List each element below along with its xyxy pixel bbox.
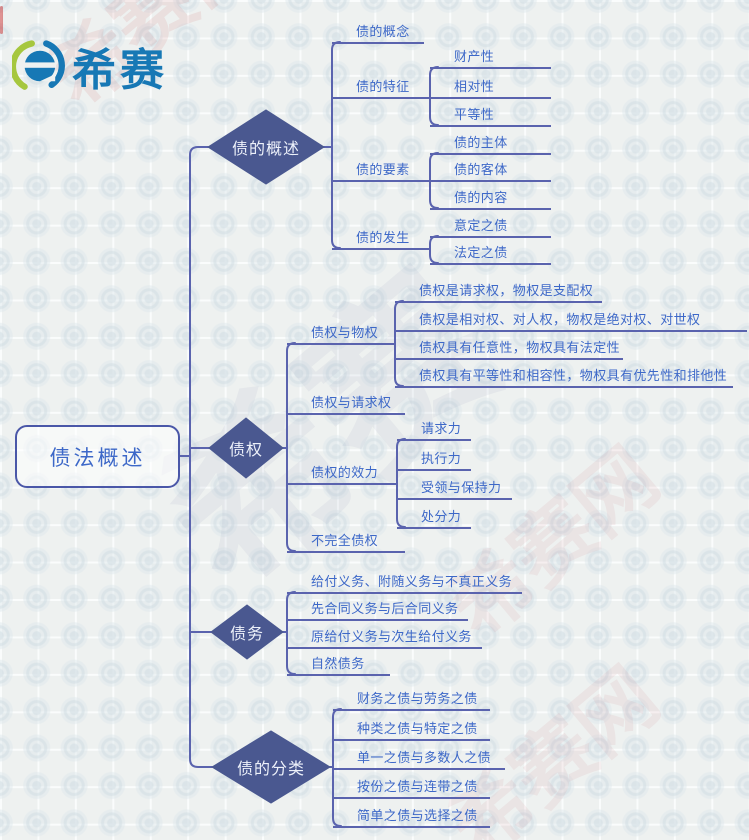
- trunk-line: [189, 146, 213, 768]
- mindmap-node[interactable]: 给付义务、附随义务与不真正义务: [287, 572, 522, 594]
- logo-text: 希赛: [72, 46, 168, 95]
- bracket: [331, 41, 341, 249]
- mindmap-node[interactable]: 债的特征: [332, 77, 430, 99]
- root-node-debt-law-overview[interactable]: 债法概述: [15, 425, 180, 488]
- mindmap-node[interactable]: 请求力: [397, 419, 471, 441]
- mindmap-node[interactable]: 意定之债: [430, 216, 551, 238]
- mindmap-node[interactable]: 债权具有平等性和相容性，物权具有优先性和排他性: [395, 366, 733, 388]
- mindmap-node[interactable]: 财务之债与劳务之债: [333, 689, 490, 711]
- xisai-logo: 希赛: [12, 34, 168, 98]
- mindmap-node[interactable]: 债的主体: [430, 133, 551, 155]
- branch-diamond-debt-obligation[interactable]: [210, 604, 284, 660]
- mindmap-node[interactable]: 债的内容: [430, 188, 551, 210]
- mindmap-node[interactable]: 相对性: [430, 77, 551, 99]
- mindmap-node[interactable]: 单一之债与多数人之债: [333, 748, 505, 770]
- mindmap-node[interactable]: 债权的效力: [287, 463, 397, 485]
- mindmap-node[interactable]: 债权与物权: [287, 323, 395, 345]
- mindmap-node[interactable]: 债的发生: [332, 228, 430, 250]
- mindmap-node[interactable]: 处分力: [397, 507, 471, 529]
- mindmap-node[interactable]: 债权是请求权，物权是支配权: [395, 281, 602, 303]
- mindmap-node[interactable]: 债权是相对权、对人权，物权是绝对权、对世权: [395, 310, 747, 332]
- mindmap-node[interactable]: 债的要素: [332, 160, 430, 182]
- edge-artifact: [0, 6, 3, 34]
- mindmap-node[interactable]: 财产性: [430, 47, 551, 69]
- mindmap-node[interactable]: 法定之债: [430, 243, 551, 265]
- mindmap-node[interactable]: 不完全债权: [287, 531, 405, 553]
- xisai-e-logo-icon: [12, 40, 65, 90]
- branch-label-creditor-right[interactable]: 债权: [228, 442, 264, 459]
- mindmap-node[interactable]: 先合同义务与后合同义务: [287, 599, 468, 621]
- branch-label-debt-obligation[interactable]: 债务: [229, 626, 265, 643]
- branch-label-debt-overview[interactable]: 债的概述: [231, 141, 301, 158]
- mindmap-node[interactable]: 种类之债与特定之债: [333, 719, 490, 741]
- bracket: [286, 342, 296, 552]
- mindmap-node[interactable]: 债的概念: [332, 22, 424, 44]
- mindmap-node[interactable]: 自然债务: [287, 654, 390, 676]
- mindmap-node[interactable]: 平等性: [430, 105, 551, 127]
- branch-label-debt-classification[interactable]: 债的分类: [236, 761, 306, 778]
- mindmap-node[interactable]: 受领与保持力: [397, 478, 512, 500]
- mindmap-node[interactable]: 债权与请求权: [287, 393, 405, 415]
- branch-diamond-debt-classification[interactable]: [211, 730, 331, 804]
- mindmap-node[interactable]: 债的客体: [430, 160, 551, 182]
- mindmap-node[interactable]: 简单之债与选择之债: [333, 806, 490, 828]
- mindmap-node[interactable]: 债权具有任意性，物权具有法定性: [395, 338, 623, 360]
- branch-diamond-creditor-right[interactable]: [208, 417, 284, 479]
- mindmap-node[interactable]: 执行力: [397, 449, 471, 471]
- branch-diamond-debt-overview[interactable]: [207, 109, 325, 185]
- mindmap-node[interactable]: 原给付义务与次生给付义务: [287, 627, 482, 649]
- mindmap-node[interactable]: 按份之债与连带之债: [333, 777, 490, 799]
